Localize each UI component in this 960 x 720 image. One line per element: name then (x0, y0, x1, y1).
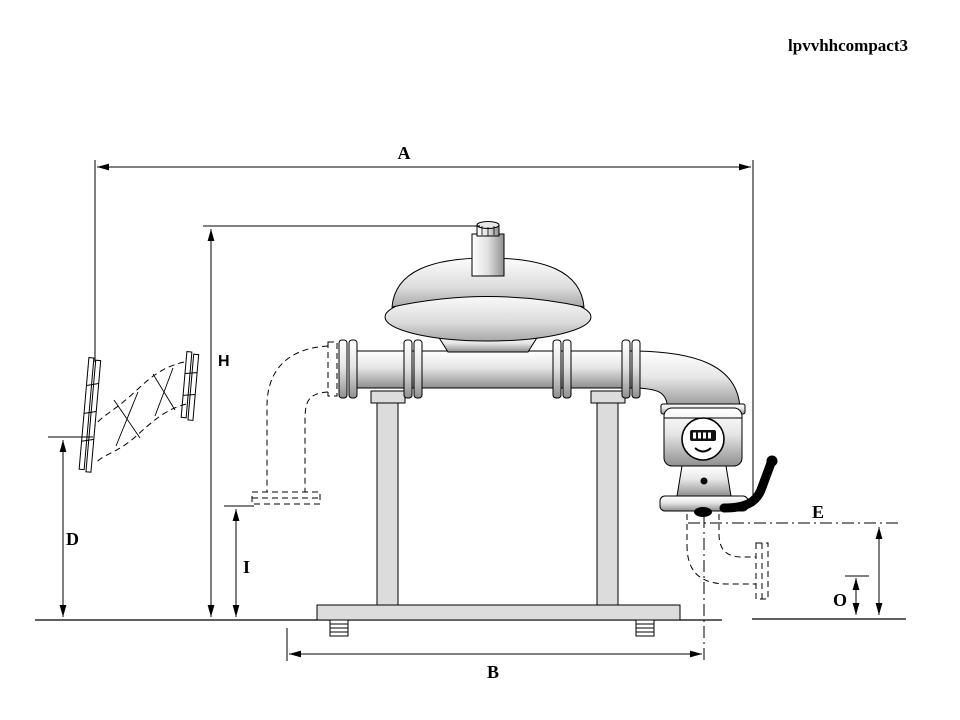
meter-digits (693, 432, 711, 439)
valve-handle (719, 455, 778, 513)
meter-dial-arc (694, 447, 712, 453)
dim-label-e: E (812, 502, 824, 522)
dimension-i (224, 505, 254, 617)
flex-cross-marks (113, 367, 176, 447)
dim-label-i: I (243, 557, 250, 577)
pipe-flanges (338, 339, 641, 399)
pressure-regulator (349, 221, 641, 389)
stand-saddle-left (370, 390, 406, 404)
flex-hose-outline (94, 361, 187, 463)
support-stand (316, 390, 681, 621)
dim-label-b: B (487, 662, 499, 682)
dimension-d (48, 436, 93, 617)
flex-left-flange (78, 357, 102, 473)
stand-leg-left (376, 402, 399, 606)
dim-label-o: O (833, 590, 847, 610)
anchor-foot-left (329, 619, 349, 637)
dim-label-a: A (398, 143, 411, 163)
stand-saddle-right (590, 390, 626, 404)
dimension-e (688, 522, 898, 615)
stand-leg-right (596, 402, 619, 606)
inlet-elbow-hidden (251, 341, 338, 505)
dimension-b (286, 516, 705, 661)
spring-tower (471, 233, 505, 277)
valve-stem-nut (694, 507, 712, 517)
outlet-pipe-hidden (686, 514, 769, 600)
gas-meter (659, 403, 749, 517)
anchor-feet (329, 619, 655, 637)
taper-bolt (700, 477, 708, 485)
outlet-elbow (636, 350, 741, 411)
drawing-title: lpvvhhcompact3 (788, 36, 908, 55)
main-pipe (349, 350, 641, 389)
dim-label-h: H (218, 353, 230, 370)
anchor-foot-right (635, 619, 655, 637)
dimension-a (94, 160, 754, 500)
flex-right-flange (180, 351, 200, 421)
diaphragm-dome (391, 257, 585, 308)
stand-base-plate (316, 604, 681, 621)
dim-label-d: D (66, 529, 79, 549)
inlet-flex-connector (78, 351, 200, 473)
dimension-h (203, 225, 480, 617)
dimension-o (845, 575, 869, 615)
